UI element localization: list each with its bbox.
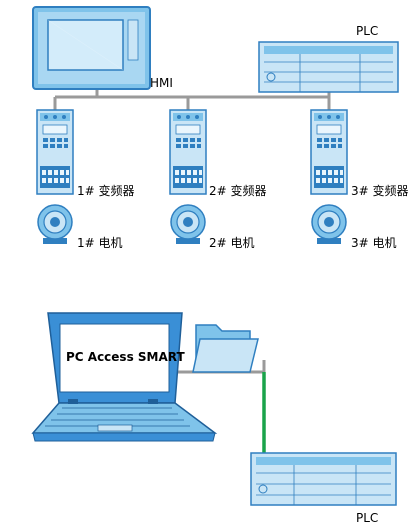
- vfd-1-label: 1# 变频器: [77, 184, 135, 198]
- motor-1-label: 1# 电机: [77, 236, 123, 250]
- plc-top-label: PLC: [356, 24, 379, 38]
- motor-3-label: 3# 电机: [351, 236, 397, 250]
- vfd-3-label: 3# 变频器: [351, 184, 409, 198]
- plc-bottom-label: PLC: [356, 511, 379, 525]
- pc-access-diagram: [31, 312, 397, 506]
- hmi-panel: [32, 6, 151, 90]
- hmi-label: HMI: [150, 76, 173, 90]
- vfd-1: [36, 109, 74, 195]
- laptop: [31, 312, 218, 442]
- vfd-2-label: 2# 变频器: [209, 184, 267, 198]
- network-diagram: [32, 6, 399, 244]
- vfd-3: [310, 109, 348, 195]
- plc-bottom: [250, 452, 397, 506]
- motor-1: [37, 204, 73, 244]
- vfd-2: [169, 109, 207, 195]
- laptop-screen-text: PC Access SMART: [66, 350, 185, 364]
- motor-2-label: 2# 电机: [209, 236, 255, 250]
- motor-2: [170, 204, 206, 244]
- plc-top: [258, 41, 399, 93]
- folder-icon: [192, 324, 259, 373]
- motor-3: [311, 204, 347, 244]
